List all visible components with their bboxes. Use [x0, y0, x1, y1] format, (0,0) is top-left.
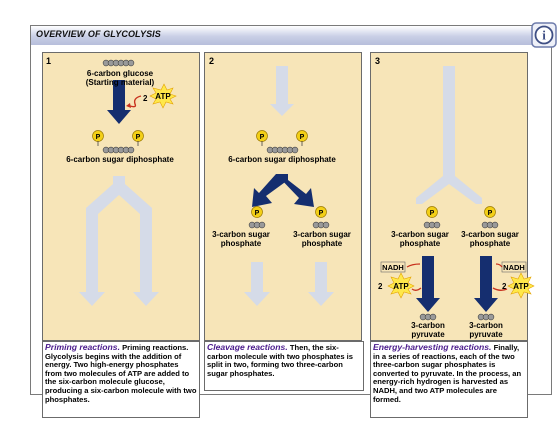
- panel-2-right-split-arrow: [276, 174, 314, 207]
- panel-2-phosphate-left-3c: P: [251, 206, 263, 218]
- panel-1-down-arrow: [107, 80, 131, 124]
- svg-text:P: P: [96, 134, 101, 141]
- panel-1-atp-count: 2: [143, 94, 148, 103]
- panel-1-atp-label: ATP: [155, 92, 171, 101]
- panel-3-left-down-arrow: [416, 256, 440, 312]
- svg-text:P: P: [430, 210, 435, 217]
- svg-text:P: P: [300, 134, 305, 141]
- panel-3-atp-right-label: ATP: [513, 282, 529, 291]
- panel-3-nadh-left-box: [380, 261, 406, 273]
- panel-1-diphosphate-label: 6-carbon sugar diphosphate: [66, 155, 174, 164]
- caption-energy-heading: Energy-harvesting reactions.: [373, 342, 492, 352]
- panel-1-atp-burst-icon: [149, 83, 177, 109]
- panel-1-light-split-arrow: [79, 176, 159, 306]
- panel-1-diphosphate-molecule: [102, 146, 135, 154]
- panel-3-atp-left-count: 2: [378, 282, 383, 291]
- panel-2-phosphate-left: P: [256, 130, 268, 146]
- panel-2-left-label: 3-carbon sugar phosphate: [212, 230, 270, 248]
- panel-2-diphosphate-label: 6-carbon sugar diphosphate: [228, 155, 336, 164]
- panel-1-phosphate-left: P: [92, 130, 104, 146]
- panel-3-nadh-left-curve-icon: [406, 263, 421, 268]
- caption-cleavage: Cleavage reactions. Then, the six-carbon…: [204, 341, 364, 391]
- panel-2-light-right-down-arrow: [308, 262, 334, 306]
- svg-text:P: P: [319, 210, 324, 217]
- info-button[interactable]: i: [531, 22, 557, 48]
- caption-energy-body: Finally, in a series of reactions, each …: [373, 343, 522, 404]
- panel-2-left-split-arrow: [252, 174, 288, 207]
- panel-1-atp-curve-icon: [129, 95, 142, 108]
- step-number-2: 2: [209, 56, 215, 66]
- panel-2-light-top-arrow: [270, 66, 294, 116]
- svg-text:P: P: [488, 210, 493, 217]
- panel-1-glucose-label: 6-carbon glucose (Starting material): [85, 69, 155, 87]
- panel-3-atp-left-burst-icon: [387, 272, 415, 299]
- panel-3-nadh-right: NADH: [503, 263, 525, 272]
- caption-priming: Priming reactions. Priming reactions. Gl…: [42, 341, 200, 418]
- title-bar: [31, 26, 550, 45]
- panel-3-left-3c-molecule: [423, 221, 441, 229]
- panel-3-atp-left-label: ATP: [393, 282, 409, 291]
- slide-title: OVERVIEW OF GLYCOLYSIS: [36, 29, 161, 39]
- caption-energy-harvesting: Energy-harvesting reactions. Finally, in…: [370, 341, 528, 418]
- step-number-3: 3: [375, 56, 381, 66]
- panel-2-phosphate-right: P: [296, 130, 308, 146]
- panel-3-atp-right-curve-icon: [492, 287, 508, 291]
- panel-3-nadh-left: NADH: [382, 263, 404, 272]
- panel-3-right-down-arrow: [474, 256, 498, 312]
- panel-3-right-label: 3-carbon sugar phosphate: [461, 230, 519, 248]
- panel-1-glucose-molecule: [102, 59, 135, 67]
- panel-2-right-3c-molecule: [312, 221, 330, 229]
- caption-cleavage-heading: Cleavage reactions.: [207, 342, 288, 352]
- panel-3-left-product: 3-carbon pyruvate: [411, 321, 445, 339]
- caption-priming-body: Priming reactions. Glycolysis begins wit…: [45, 343, 197, 404]
- panel-2-phosphate-right-3c: P: [315, 206, 327, 218]
- panel-3-phosphate-right: P: [484, 206, 496, 218]
- panel-2-light-left-down-arrow: [244, 262, 270, 306]
- panel-3-phosphate-left: P: [426, 206, 438, 218]
- panel-2-right-label: 3-carbon sugar phosphate: [293, 230, 351, 248]
- panel-3-atp-left-curve-icon: [411, 287, 422, 291]
- svg-text:P: P: [260, 134, 265, 141]
- panel-2-left-3c-molecule: [248, 221, 266, 229]
- svg-text:P: P: [136, 134, 141, 141]
- caption-priming-heading: Priming reactions.: [45, 342, 120, 352]
- panel-3-right-pyruvate-molecule: [477, 313, 495, 321]
- panel-3-atp-right-count: 2: [502, 282, 507, 291]
- svg-text:i: i: [542, 28, 546, 43]
- panel-1-phosphate-right: P: [132, 130, 144, 146]
- panel-3-light-top-arrow: [416, 66, 482, 204]
- panel-3-left-pyruvate-molecule: [419, 313, 437, 321]
- panel-2-diphosphate-molecule: [266, 146, 299, 154]
- panel-3-atp-right-burst-icon: [507, 272, 535, 299]
- svg-text:P: P: [255, 210, 260, 217]
- panel-3-right-3c-molecule: [481, 221, 499, 229]
- panel-3-nadh-right-curve-icon: [495, 263, 503, 268]
- step-number-1: 1: [46, 56, 52, 66]
- caption-cleavage-body: Then, the six-carbon molecule with two p…: [207, 343, 353, 378]
- panel-3-right-product: 3-carbon pyruvate: [469, 321, 503, 339]
- panel-3-left-label: 3-carbon sugar phosphate: [391, 230, 449, 248]
- info-icon: i: [531, 22, 557, 48]
